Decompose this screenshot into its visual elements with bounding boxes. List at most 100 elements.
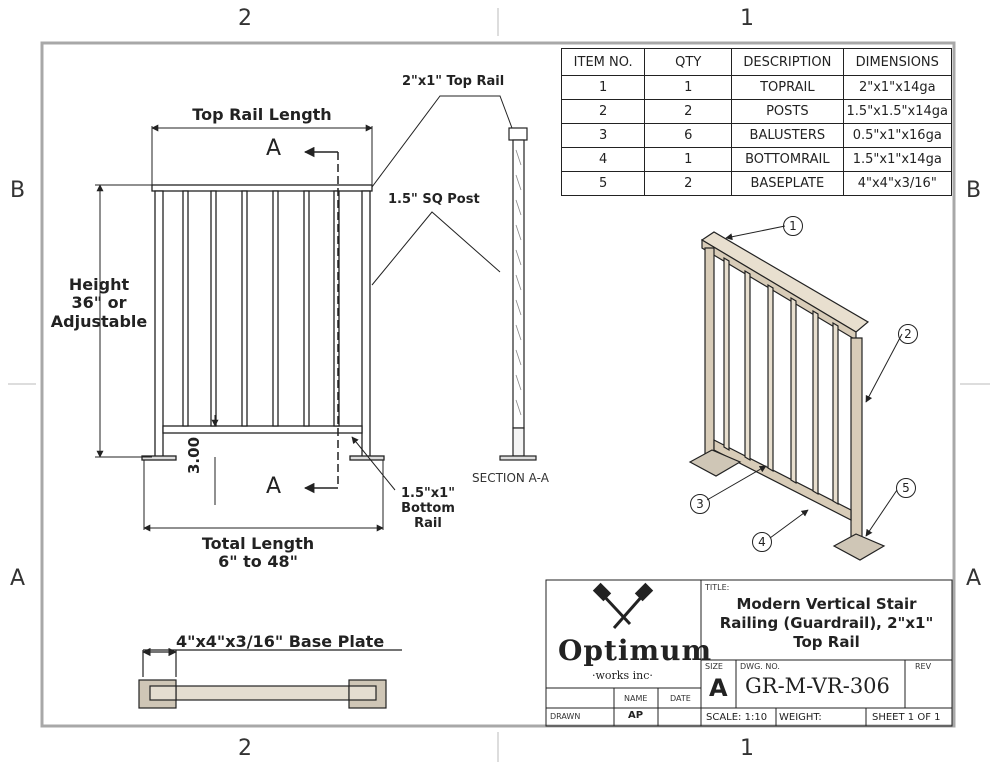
section-top-rail bbox=[508, 127, 528, 141]
balloon-4: 4 bbox=[752, 532, 772, 552]
bom-header-qty: QTY bbox=[644, 48, 733, 76]
front-baluster bbox=[333, 190, 340, 427]
bom-cell-description: BOTTOMRAIL bbox=[731, 147, 844, 172]
date-tag: DATE bbox=[670, 694, 691, 703]
callout-leaders bbox=[371, 95, 513, 286]
front-base-plate-left bbox=[141, 455, 177, 461]
bom-cell-qty: 2 bbox=[644, 171, 733, 196]
sheet-number: SHEET 1 OF 1 bbox=[872, 712, 941, 723]
drawing-number: GR-M-VR-306 bbox=[745, 674, 890, 698]
height-label-line3: Adjustable bbox=[50, 311, 148, 331]
height-label-line1: Height bbox=[68, 275, 130, 294]
bom-header-item-no: ITEM NO. bbox=[560, 48, 646, 76]
bom-cell-qty: 1 bbox=[644, 75, 733, 100]
height-label-line2: 36" or bbox=[71, 293, 127, 313]
bom-cell-description: POSTS bbox=[731, 99, 844, 124]
bom-cell-description: BALUSTERS bbox=[731, 123, 844, 148]
bom-cell-description: BASEPLATE bbox=[731, 171, 844, 196]
zone-label-b-left: B bbox=[10, 178, 26, 203]
callout-sq-post: 1.5" SQ Post bbox=[388, 192, 480, 207]
bom-row: 5 2 BASEPLATE 4"x4"x3/16" bbox=[560, 171, 953, 196]
sheet-size: A bbox=[709, 674, 728, 702]
name-tag: NAME bbox=[624, 694, 648, 703]
drawing-title-line2: Railing (Guardrail), 2"x1" bbox=[719, 614, 934, 632]
base-plate-label: 4"x4"x3/16" Base Plate bbox=[176, 632, 385, 651]
title-tag: TITLE: bbox=[705, 583, 730, 592]
isometric-view bbox=[688, 231, 886, 561]
scale-value: SCALE: 1:10 bbox=[706, 712, 768, 723]
zone-label-b-right: B bbox=[966, 178, 982, 203]
callout-top-rail: 2"x1" Top Rail bbox=[402, 74, 505, 89]
balloon-1: 1 bbox=[783, 216, 803, 236]
weight-value: WEIGHT: bbox=[779, 712, 822, 723]
bom-cell-dimensions: 1.5"x1.5"x14ga bbox=[842, 99, 953, 124]
dimension-lines bbox=[95, 124, 396, 532]
front-top-rail bbox=[151, 184, 373, 192]
bom-cell-description: TOPRAIL bbox=[731, 75, 844, 100]
front-base-plate-right bbox=[349, 455, 385, 461]
sheet-border bbox=[8, 8, 990, 762]
bom-cell-dimensions: 1.5"x1"x14ga bbox=[842, 147, 953, 172]
bom-cell-item: 5 bbox=[560, 171, 646, 196]
crossed-hammers-logo bbox=[592, 582, 654, 629]
callout-bottom-rail-line1: 1.5"x1" bbox=[400, 486, 455, 501]
zone-label-a-left: A bbox=[10, 566, 26, 591]
front-post-right bbox=[361, 190, 371, 458]
dwg-no-tag: DWG. NO. bbox=[740, 662, 780, 671]
size-tag: SIZE bbox=[705, 662, 723, 671]
drawing-title-line3: Top Rail bbox=[793, 633, 860, 651]
title-block-frame bbox=[545, 579, 953, 727]
bom-header-dimensions: DIMENSIONS bbox=[842, 48, 953, 76]
top-rail-length-label: Top Rail Length bbox=[192, 105, 332, 124]
bom-cell-qty: 1 bbox=[644, 147, 733, 172]
section-post-base bbox=[512, 427, 525, 457]
front-baluster bbox=[182, 190, 189, 427]
bom-row: 4 1 BOTTOMRAIL 1.5"x1"x14ga bbox=[560, 147, 953, 172]
front-baluster bbox=[210, 190, 217, 427]
front-baluster bbox=[303, 190, 310, 427]
balloon-5: 5 bbox=[896, 478, 916, 498]
bom-row: 2 2 POSTS 1.5"x1.5"x14ga bbox=[560, 99, 953, 124]
callout-bottom-rail-line3: Rail bbox=[414, 515, 442, 531]
section-cut-line bbox=[303, 146, 339, 494]
height-label: Height 36" or Adjustable bbox=[44, 275, 154, 331]
total-length-line2: 6" to 48" bbox=[218, 552, 298, 572]
callout-bottom-rail-line2: Bottom bbox=[401, 500, 455, 516]
bom-cell-item: 3 bbox=[560, 123, 646, 148]
bom-header-row: ITEM NO. QTY DESCRIPTION DIMENSIONS bbox=[560, 48, 953, 76]
balloon-2: 2 bbox=[898, 324, 918, 344]
front-baluster bbox=[241, 190, 248, 427]
bom-row: 1 1 TOPRAIL 2"x1"x14ga bbox=[560, 75, 953, 100]
zone-label-a-right: A bbox=[966, 566, 982, 591]
rev-tag: REV bbox=[915, 662, 932, 671]
bom-cell-dimensions: 2"x1"x14ga bbox=[842, 75, 953, 100]
front-baluster bbox=[272, 190, 279, 427]
drawn-by: AP bbox=[628, 710, 644, 721]
zone-label-1-top: 1 bbox=[740, 6, 754, 31]
drawing-title-line1: Modern Vertical Stair bbox=[736, 595, 917, 613]
total-length-line1: Total Length bbox=[201, 534, 315, 553]
drawing-title: Modern Vertical Stair Railing (Guardrail… bbox=[701, 595, 952, 652]
bom-cell-item: 1 bbox=[560, 75, 646, 100]
bom-cell-qty: 6 bbox=[644, 123, 733, 148]
bom-cell-dimensions: 4"x4"x3/16" bbox=[842, 171, 953, 196]
balloon-leaders bbox=[706, 225, 903, 539]
drawn-tag: DRAWN bbox=[550, 712, 581, 721]
bom-row: 3 6 BALUSTERS 0.5"x1"x16ga bbox=[560, 123, 953, 148]
section-view bbox=[499, 127, 537, 461]
bom-cell-item: 2 bbox=[560, 99, 646, 124]
balloon-3: 3 bbox=[690, 494, 710, 514]
base-plate-view bbox=[138, 647, 402, 709]
dim-3-label: 3.00 bbox=[185, 436, 203, 474]
company-logo-text: Optimum bbox=[558, 634, 713, 667]
front-bottom-rail bbox=[162, 425, 363, 434]
front-post-left bbox=[154, 190, 164, 458]
bill-of-materials-table: ITEM NO. QTY DESCRIPTION DIMENSIONS 1 1 … bbox=[560, 48, 953, 196]
section-marker-top: A bbox=[266, 136, 282, 161]
zone-label-2-bottom: 2 bbox=[238, 736, 252, 761]
company-logo-subtext: ·works inc· bbox=[592, 669, 653, 682]
zone-label-2-top: 2 bbox=[238, 6, 252, 31]
bom-header-description: DESCRIPTION bbox=[731, 48, 844, 76]
section-view-label: SECTION A-A bbox=[472, 471, 549, 485]
